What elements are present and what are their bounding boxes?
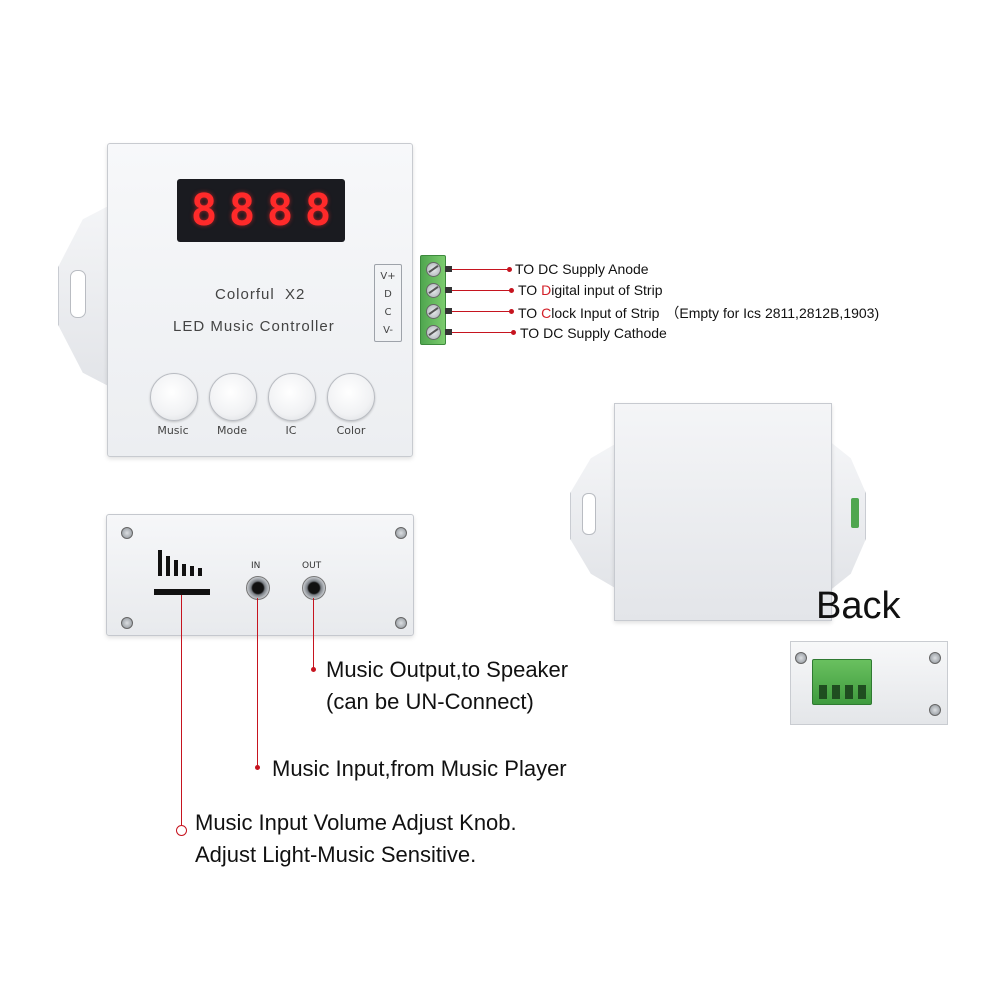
mode-button-label: Mode (217, 424, 247, 437)
terminal-screw-icon (426, 325, 441, 340)
front-terminal-block (420, 255, 446, 345)
screw-icon (929, 704, 941, 716)
mode-button[interactable] (209, 373, 257, 421)
knob-callout-line2: Adjust Light-Music Sensitive. (195, 842, 477, 867)
lead-dot-icon (509, 309, 514, 314)
music-output-jack[interactable] (302, 576, 326, 600)
terminal-legend: V+ D C V- (374, 264, 402, 342)
output-callout-line2: (can be UN-Connect) (326, 689, 534, 714)
lead-dot-icon (507, 267, 512, 272)
desc-rest: igital input of Strip (551, 282, 663, 298)
lead-dot-icon (511, 330, 516, 335)
legend-vplus: V+ (380, 270, 396, 282)
screw-icon (795, 652, 807, 664)
legend-c: C (384, 306, 392, 318)
terminal-slot (858, 685, 866, 699)
terminal-desc-clock: TO Clock Input of Strip （Empty for Ics 28… (518, 303, 879, 323)
terminal-desc-cathode: TO DC Supply Cathode (520, 325, 667, 341)
desc-rest: DC Supply Cathode (543, 325, 667, 341)
front-left-mount-hole (70, 270, 86, 318)
side-controller-body (106, 514, 414, 636)
back-controller-body (614, 403, 832, 621)
terminal-pin (445, 266, 452, 272)
product-subtitle: LED Music Controller (173, 318, 335, 335)
terminal-slot (832, 685, 840, 699)
in-jack-label: IN (251, 561, 261, 571)
ic-button-label: IC (285, 424, 297, 437)
output-lead-vertical (313, 598, 314, 670)
music-button-label: Music (157, 424, 189, 437)
desc-note: （Empty for Ics 2811,2812B,1903) (665, 305, 880, 321)
lead-line-data (452, 290, 510, 291)
back-side-terminal (851, 498, 859, 528)
out-jack-label: OUT (302, 561, 322, 571)
desc-rest: DC Supply Anode (538, 261, 649, 277)
terminal-slot (845, 685, 853, 699)
legend-vminus: V- (383, 324, 393, 336)
lead-line-anode (452, 269, 508, 270)
desc-prefix: TO (520, 325, 544, 341)
screw-icon (121, 527, 133, 539)
led-display: 8 8 8 8 (177, 179, 345, 242)
knob-callout-line1: Music Input Volume Adjust Knob. (195, 810, 517, 835)
ic-button[interactable] (268, 373, 316, 421)
back-title: Back (816, 585, 901, 627)
screw-icon (395, 527, 407, 539)
desc-prefix: TO (518, 305, 542, 321)
brand-name: Colorful X2 (215, 286, 306, 303)
screw-icon (929, 652, 941, 664)
back-green-terminal (812, 659, 872, 705)
terminal-screw-icon (426, 262, 441, 277)
terminal-screw-icon (426, 283, 441, 298)
color-button-label: Color (336, 424, 366, 437)
led-digit: 8 (304, 184, 332, 236)
lead-ring-icon (176, 825, 187, 836)
back-mount-hole (582, 493, 596, 535)
terminal-screw-icon (426, 304, 441, 319)
back-right-flange (828, 440, 866, 592)
lead-dot-icon (509, 288, 514, 293)
desc-prefix: TO (518, 282, 542, 298)
input-callout: Music Input,from Music Player (272, 756, 567, 781)
output-callout-line1: Music Output,to Speaker (326, 657, 569, 682)
music-button[interactable] (150, 373, 198, 421)
terminal-desc-anode: TO DC Supply Anode (515, 261, 649, 277)
lead-dot-icon (255, 765, 260, 770)
terminal-desc-data: TO Digital input of Strip (518, 282, 663, 298)
terminal-slot (819, 685, 827, 699)
volume-adjust-knob[interactable] (154, 589, 210, 595)
volume-level-icon (158, 550, 206, 576)
lead-dot-icon (311, 667, 316, 672)
color-button[interactable] (327, 373, 375, 421)
music-input-jack[interactable] (246, 576, 270, 600)
desc-highlight: D (541, 282, 552, 298)
desc-highlight: C (541, 305, 552, 321)
lead-line-clock (452, 311, 510, 312)
terminal-pin (445, 329, 452, 335)
lead-line-cathode (452, 332, 512, 333)
legend-d: D (384, 288, 392, 300)
input-lead-vertical (257, 598, 258, 768)
led-digit: 8 (228, 184, 256, 236)
screw-icon (121, 617, 133, 629)
led-digit: 8 (190, 184, 218, 236)
terminal-pin (445, 308, 452, 314)
screw-icon (395, 617, 407, 629)
led-digit: 8 (266, 184, 294, 236)
desc-rest: lock Input of Strip (551, 305, 660, 321)
desc-prefix: TO (515, 261, 539, 277)
knob-lead-vertical (181, 595, 182, 828)
terminal-pin (445, 287, 452, 293)
